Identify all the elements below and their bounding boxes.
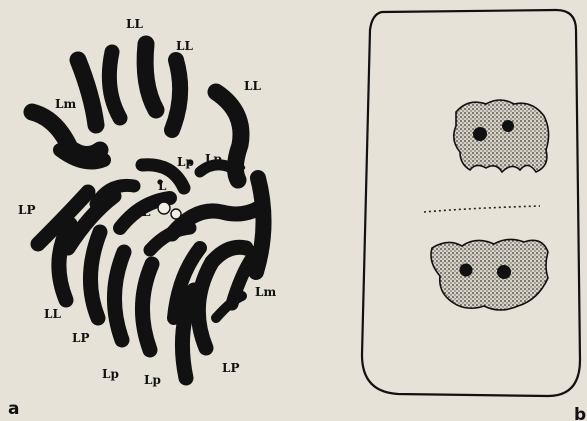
chromosome-label: LP xyxy=(72,331,89,345)
lower-nucleus xyxy=(431,239,548,310)
chromosome-label: Lp xyxy=(102,367,119,381)
chromosome-label: LL xyxy=(126,17,143,31)
chromosome-label: L xyxy=(142,205,151,219)
panel-a-letter: a xyxy=(8,399,19,419)
chromosome-label: LL xyxy=(244,79,261,93)
chromosome-label: LP xyxy=(228,163,245,177)
chromosome-label: LP xyxy=(222,361,239,375)
nucleolus xyxy=(473,127,487,141)
chromosome-label: Lm xyxy=(55,97,76,111)
nucleolus xyxy=(502,120,514,132)
chromosome-label: Lp xyxy=(144,373,161,387)
nucleolus xyxy=(460,264,473,277)
chromosome-label: Lp xyxy=(177,155,194,169)
chromosome-label: LL xyxy=(44,307,61,321)
nucleolus xyxy=(497,265,511,279)
upper-nucleus xyxy=(454,100,549,172)
chromosome xyxy=(172,60,180,130)
chromosome-label: Lm xyxy=(255,285,276,299)
chromosome-label: LL xyxy=(176,39,193,53)
chromosome-label: LP xyxy=(18,203,35,217)
chromosome-label: L xyxy=(158,179,167,193)
satellite-body xyxy=(171,209,181,219)
panel-b-letter: b xyxy=(574,405,586,421)
satellite-body xyxy=(158,202,170,214)
chromosome-label: Lp xyxy=(205,152,222,166)
